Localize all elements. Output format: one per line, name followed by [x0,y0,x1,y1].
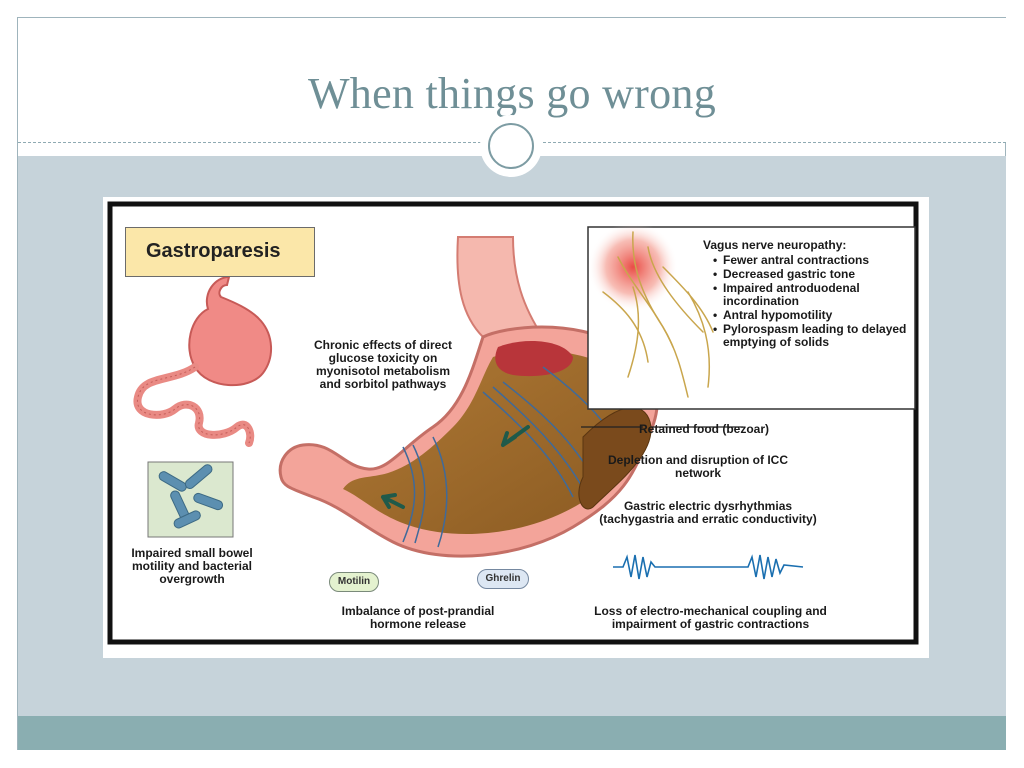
small-bowel-label: Impaired small bowel motility and bacter… [131,546,253,586]
slide-title: When things go wrong [307,69,717,118]
dysrhythmia-wave [613,554,804,580]
motilin-pill: Motilin [329,572,379,592]
coupling-label: Loss of electro-mechanical coupling and … [594,604,827,631]
ghrelin-pill: Ghrelin [477,569,529,589]
large-stomach-illustration [278,325,659,558]
vagus-item: Antral hypomotility [713,309,918,323]
dysrhythmias-label: Gastric electric dysrhythmias (tachygast… [599,499,817,526]
small-stomach-illustration [133,275,272,447]
vagus-items: Fewer antral contractions Decreased gast… [703,254,918,349]
vagus-title: Vagus nerve neuropathy: [703,238,847,252]
vagus-item: Decreased gastric tone [713,268,918,282]
footer-bar [18,716,1006,750]
vagus-list: Vagus nerve neuropathy: Fewer antral con… [703,239,918,350]
figure-heading: Gastroparesis [125,227,315,277]
bacteria-illustration [147,461,234,538]
gastroparesis-figure: Gastroparesis Vagus nerve neuropathy: Fe… [103,197,929,658]
vagus-item: Impaired antroduodenal incordination [713,282,918,308]
divider-circle-icon [488,123,534,169]
vagus-item: Pylorospasm leading to delayed emptying … [713,323,918,349]
vagus-item: Fewer antral contractions [713,254,918,268]
hormone-label: Imbalance of post-prandial hormone relea… [341,604,495,631]
icc-label: Depletion and disruption of ICC network [608,453,788,480]
chronic-effects-label: Chronic effects of direct glucose toxici… [313,338,453,391]
retained-food-label: Retained food (bezoar) [639,422,770,436]
